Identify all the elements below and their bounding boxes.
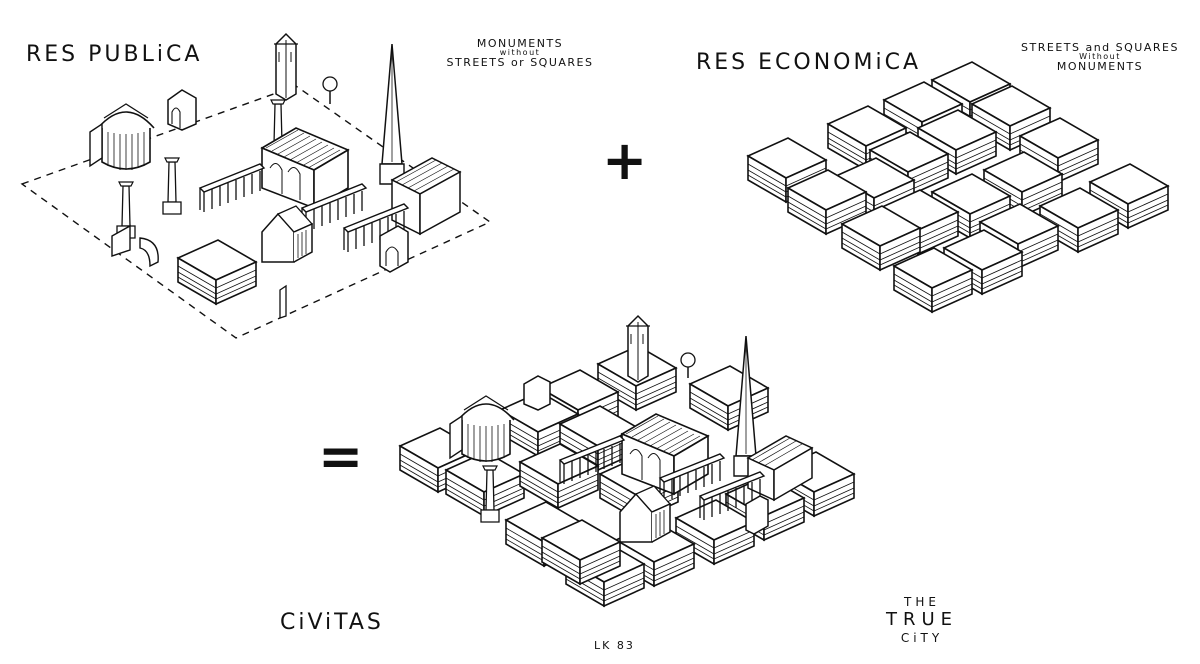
monuments-note: MONUMENTS without STREETS or SQUARES	[420, 38, 620, 68]
res-economica-drawing	[747, 61, 1169, 313]
fountain-column	[162, 157, 182, 215]
civitas-title: CiViTAS	[280, 610, 384, 635]
true-city-caption: THE TRUE CiTY	[872, 596, 972, 644]
pantheon-building	[89, 103, 155, 171]
true-city-line3: CiTY	[900, 631, 944, 645]
true-city-line1: THE	[904, 595, 940, 609]
streets-note-line2: Without	[1079, 52, 1121, 61]
city-gate	[379, 225, 409, 273]
market-hall	[177, 239, 257, 305]
tower-building	[625, 315, 651, 383]
monuments-note-line1: MONUMENTS	[476, 37, 564, 50]
small-obelisk	[279, 284, 287, 319]
monuments-note-line3: STREETS or SQUARES	[446, 56, 594, 69]
church-nave	[746, 435, 814, 502]
tree-icon	[680, 352, 696, 378]
church-nave	[390, 157, 462, 236]
monuments-note-line2: without	[499, 48, 541, 57]
streets-note: STREETS and SQUARES Without MONUMENTS	[1010, 42, 1190, 72]
res-economica-title: RES ECONOMiCA	[696, 50, 922, 75]
plus-symbol: +	[602, 129, 648, 192]
streets-note-line1: STREETS and SQUARES	[1021, 41, 1179, 54]
true-city-line2: TRUE	[885, 609, 959, 630]
res-publica-drawing	[20, 33, 492, 339]
equals-symbol: =	[318, 425, 364, 488]
triumphal-arch	[167, 89, 197, 131]
triumphal-arch	[523, 375, 551, 411]
tower-building	[273, 33, 299, 101]
streets-note-line3: MONUMENTS	[1056, 60, 1144, 73]
temple-house	[261, 205, 313, 263]
church-spire	[379, 43, 405, 185]
tree-icon	[322, 76, 338, 104]
res-publica-title: RES PUBLiCA	[26, 42, 203, 67]
city-gate	[745, 495, 769, 535]
block	[689, 365, 769, 431]
pantheon-building	[449, 395, 515, 463]
artist-signature: LK 83	[594, 639, 635, 652]
exedra-ruin	[111, 224, 159, 268]
arcade-colonnade	[199, 163, 265, 213]
civitas-drawing	[399, 315, 855, 607]
